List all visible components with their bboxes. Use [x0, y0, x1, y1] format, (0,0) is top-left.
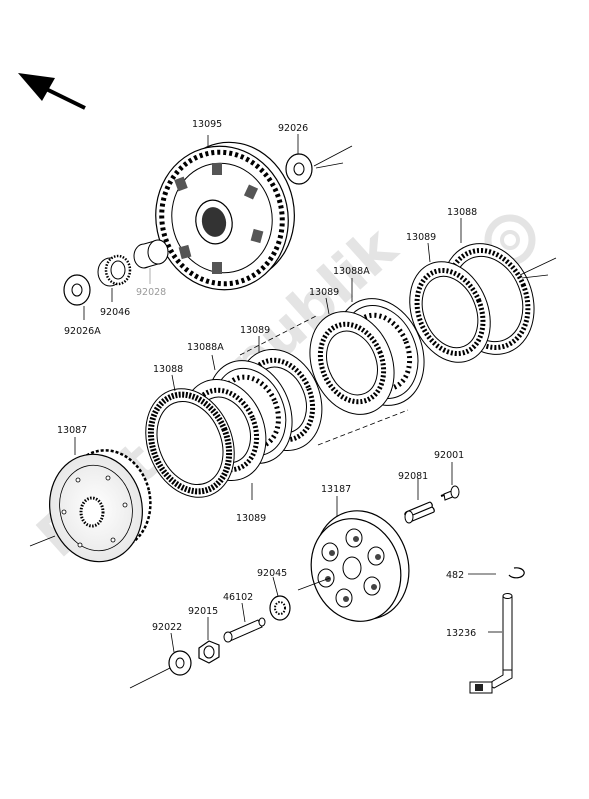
- label-13095: 13095: [192, 119, 222, 130]
- label-13087: 13087: [57, 425, 87, 436]
- label-13088-top: 13088: [447, 207, 477, 218]
- clutch-hub-13087: [29, 437, 152, 563]
- label-92026A: 92026A: [64, 326, 101, 337]
- bearing-92046: [97, 254, 132, 302]
- label-13088A-left: 13088A: [187, 342, 224, 353]
- label-46102: 46102: [223, 592, 253, 603]
- label-92022: 92022: [152, 622, 182, 633]
- spring-92081: [404, 478, 435, 524]
- label-92001: 92001: [434, 450, 464, 461]
- steel-plate-13089-mid: [309, 297, 395, 415]
- friction-plate-13088-left: [145, 374, 235, 498]
- bolt-92001: [440, 462, 460, 501]
- label-92081: 92081: [398, 471, 428, 482]
- label-482: 482: [446, 570, 464, 581]
- housing-windows: [174, 163, 264, 274]
- label-13187: 13187: [321, 484, 351, 495]
- label-92015: 92015: [188, 606, 218, 617]
- label-13089-left: 13089: [240, 325, 270, 336]
- washer-92026: [285, 134, 353, 185]
- label-92028: 92028: [136, 287, 166, 298]
- label-92045: 92045: [257, 568, 287, 579]
- label-13236: 13236: [446, 628, 476, 639]
- label-13088A-mid: 13088A: [333, 266, 370, 277]
- label-92026: 92026: [278, 123, 308, 134]
- steel-plate-13089-top: [409, 242, 491, 363]
- clutch-housing: [155, 135, 295, 291]
- washer-92022: [129, 632, 192, 689]
- label-92046: 92046: [100, 307, 130, 318]
- label-13088-left: 13088: [153, 364, 183, 375]
- label-13089-top: 13089: [406, 232, 436, 243]
- front-arrow-icon: [18, 73, 86, 110]
- circlip-482: [468, 567, 525, 579]
- label-13089-bottom: 13089: [236, 513, 266, 524]
- washer-92026A: [63, 274, 91, 320]
- alignment-lines: [239, 314, 409, 446]
- pushrod-46102: [223, 602, 266, 643]
- label-13089-mid: 13089: [309, 287, 339, 298]
- pressure-plate-13187: [297, 496, 410, 622]
- sleeve-92028: [133, 239, 169, 284]
- bearing-92045: [269, 576, 291, 621]
- nut-92015: [198, 617, 220, 664]
- release-shaft-13236: [469, 593, 513, 694]
